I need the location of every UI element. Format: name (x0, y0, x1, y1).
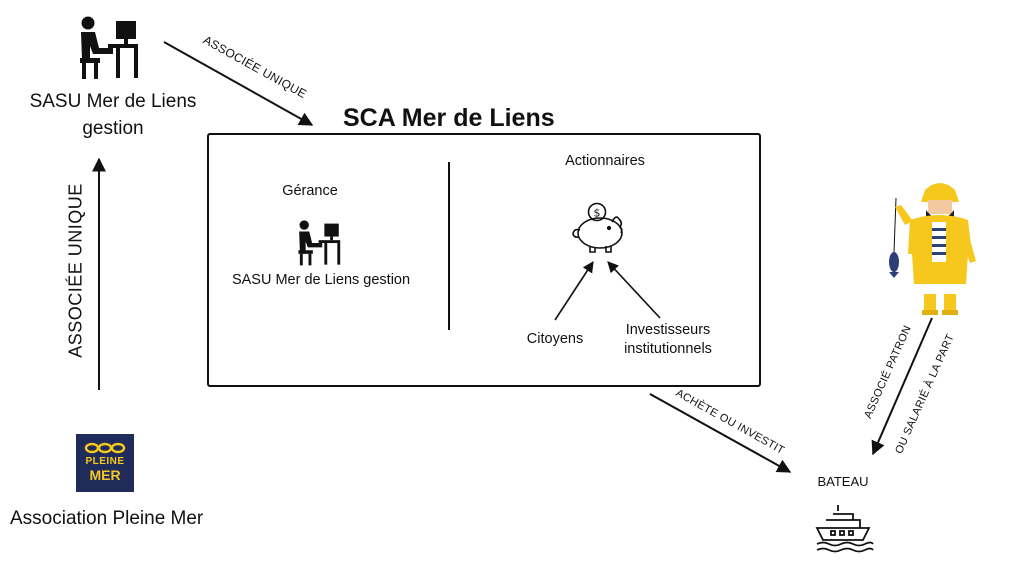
top-edge-arrow (163, 41, 314, 126)
buy-edge-arrow (649, 393, 792, 473)
gerance-heading: Gérance (282, 183, 338, 199)
actionnaires-heading: Actionnaires (565, 153, 645, 169)
top-left-label: SASU Mer de Liens gestion (29, 91, 197, 139)
logo-chain-icon (84, 442, 126, 454)
left-edge-label: ASSOCIÉE UNIQUE (65, 183, 86, 358)
logo-line-2: MER (89, 467, 121, 483)
bottom-left-label: Association Pleine Mer (10, 508, 204, 529)
pleine-mer-logo: PLEINE MER (76, 434, 134, 492)
main-box (207, 133, 761, 387)
boat-icon (815, 505, 874, 553)
citoyens-arrow (554, 261, 594, 321)
fisherman-illustration (889, 183, 976, 315)
fisher-edge-arrow (871, 317, 933, 456)
svg-text:$: $ (594, 207, 601, 220)
piggy-bank-icon: $ (572, 202, 623, 253)
investisseurs-arrow (607, 261, 661, 319)
worker-at-computer-icon (80, 16, 138, 79)
boat-label: BATEAU (817, 474, 869, 489)
gerance-label: SASU Mer de Liens gestion (231, 272, 411, 288)
gerance-worker-icon (298, 220, 341, 266)
page-title: SCA Mer de Liens (343, 104, 555, 132)
logo-line-1: PLEINE (85, 456, 125, 467)
investisseurs-label: Investisseurs institutionnels (624, 322, 712, 357)
citoyens-label: Citoyens (526, 331, 584, 347)
